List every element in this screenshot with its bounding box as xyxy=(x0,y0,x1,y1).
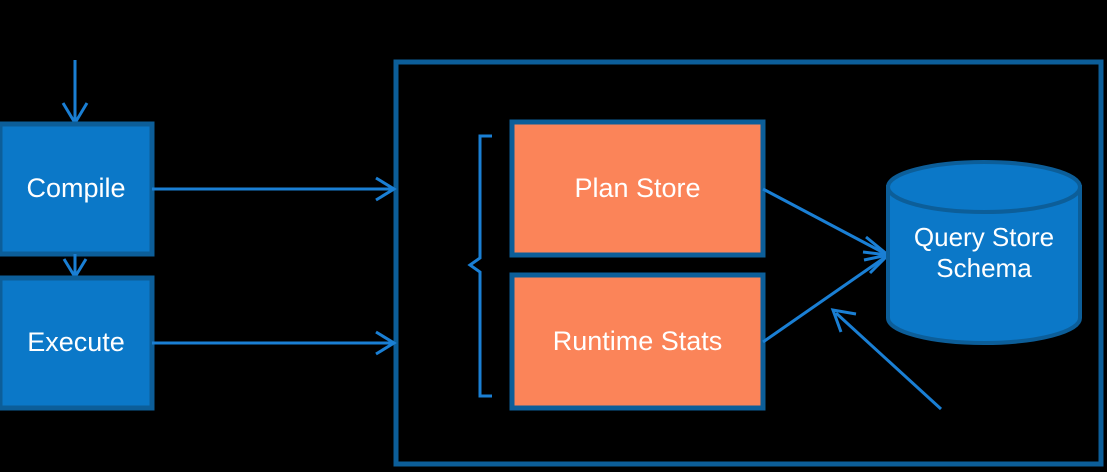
compile-box[interactable] xyxy=(0,121,155,257)
query-store-schema-cylinder[interactable] xyxy=(886,160,1082,345)
execute-box[interactable] xyxy=(0,275,155,411)
edge-input-to-compile xyxy=(61,60,89,126)
edge-external-to-schema xyxy=(830,308,943,411)
edge-execute-to-boundary xyxy=(152,330,397,356)
edge-runtime-to-schema xyxy=(762,250,892,344)
edge-plan-to-schema xyxy=(762,187,892,262)
edge-compile-to-execute xyxy=(62,254,88,280)
query-store-boundary xyxy=(393,59,1104,467)
plan-store-box[interactable] xyxy=(509,119,766,258)
store-bracket xyxy=(467,134,492,398)
runtime-stats-box[interactable] xyxy=(509,272,766,411)
edge-compile-to-boundary xyxy=(152,176,397,202)
